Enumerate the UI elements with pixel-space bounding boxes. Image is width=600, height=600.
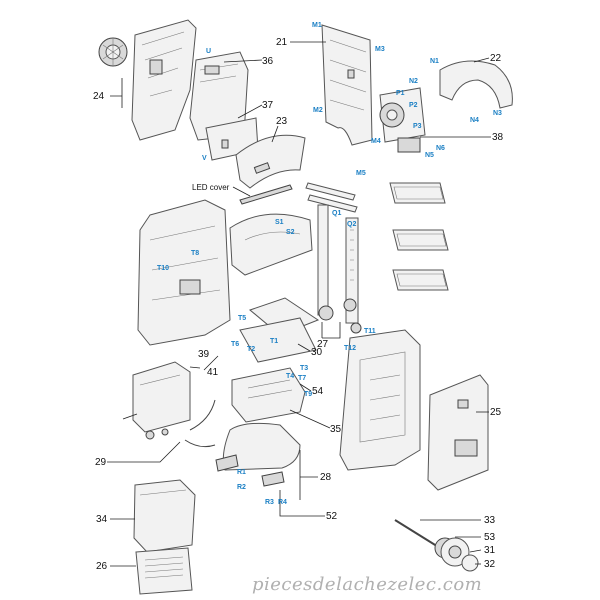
subpart-labels: U V M1 M2 M3 M4 M5 N1 N2 N3 N4 N5 N6 P1 … xyxy=(157,22,502,506)
m5-bars xyxy=(305,182,358,213)
sub-M3: M3 xyxy=(375,46,385,53)
part-29-cable xyxy=(184,399,216,448)
label-26: 26 xyxy=(96,561,108,572)
sub-R1: R1 xyxy=(237,469,246,476)
sub-Q1: Q1 xyxy=(332,210,341,217)
sub-P1: P1 xyxy=(396,90,405,97)
control-box xyxy=(132,361,191,440)
part-21-back-plate xyxy=(321,24,373,146)
sub-M1: M1 xyxy=(312,22,322,29)
part-28-base-bracket xyxy=(215,422,301,487)
axle-wheel-assembly xyxy=(394,519,479,572)
sub-S2: S2 xyxy=(286,229,295,236)
sub-M4: M4 xyxy=(371,138,381,145)
sub-S1: S1 xyxy=(275,219,284,226)
part-numbers: 24 36 37 23 21 22 38 25 27 30 54 35 39 4… xyxy=(93,37,504,572)
label-35: 35 xyxy=(330,424,342,435)
sub-P2: P2 xyxy=(409,102,418,109)
leader-lines xyxy=(107,41,491,567)
label-24: 24 xyxy=(93,91,105,102)
sub-T9: T9 xyxy=(304,391,312,398)
part-38-motor-assembly xyxy=(379,87,426,153)
sub-V: V xyxy=(202,155,207,162)
label-36: 36 xyxy=(262,56,274,67)
watermark-text: piecesdelachezelec.com xyxy=(252,574,482,595)
label-38: 38 xyxy=(492,132,504,143)
sub-T10: T10 xyxy=(157,265,169,272)
filter-pads xyxy=(389,182,449,291)
sub-T8: T8 xyxy=(191,250,199,257)
sub-T7: T7 xyxy=(298,375,306,382)
sub-P3: P3 xyxy=(413,123,422,130)
part-25-front-door xyxy=(427,374,489,491)
sub-R2: R2 xyxy=(237,484,246,491)
label-30: 30 xyxy=(311,347,323,358)
sub-T4: T4 xyxy=(286,373,294,380)
label-39: 39 xyxy=(198,349,210,360)
label-32: 32 xyxy=(484,559,496,570)
sub-U: U xyxy=(206,48,211,55)
left-housing xyxy=(137,199,231,346)
q-rails xyxy=(317,204,362,334)
sub-T6: T6 xyxy=(231,341,239,348)
sub-T1: T1 xyxy=(270,338,278,345)
label-54: 54 xyxy=(312,386,324,397)
sub-Q2: Q2 xyxy=(347,221,356,228)
label-27: 27 xyxy=(317,339,329,350)
sub-T11: T11 xyxy=(364,328,376,335)
label-22: 22 xyxy=(490,53,502,64)
label-33: 33 xyxy=(484,515,496,526)
sub-R3: R3 xyxy=(265,499,274,506)
label-25: 25 xyxy=(490,407,502,418)
sub-N4: N4 xyxy=(470,117,479,124)
label-34: 34 xyxy=(96,514,108,525)
label-31: 31 xyxy=(484,545,496,556)
label-28: 28 xyxy=(320,472,332,483)
label-23: 23 xyxy=(276,116,288,127)
label-led-cover: LED cover xyxy=(192,183,230,192)
sub-N2: N2 xyxy=(409,78,418,85)
fan-shroud xyxy=(229,213,313,276)
part-23-top-cover xyxy=(235,134,306,189)
sub-M5: M5 xyxy=(356,170,366,177)
label-53: 53 xyxy=(484,532,496,543)
sub-M2: M2 xyxy=(313,107,323,114)
part-36-rear-panel xyxy=(189,51,249,141)
sub-N3: N3 xyxy=(493,110,502,117)
sub-T12: T12 xyxy=(344,345,356,352)
sub-N5: N5 xyxy=(425,152,434,159)
label-41: 41 xyxy=(207,367,219,378)
sub-T2: T2 xyxy=(247,346,255,353)
part-30-tray xyxy=(239,297,320,363)
label-37: 37 xyxy=(262,100,274,111)
sub-N1: N1 xyxy=(430,58,439,65)
sub-N6: N6 xyxy=(436,145,445,152)
part-24-rear-frame xyxy=(98,19,197,141)
part-35-pump-box xyxy=(231,367,306,423)
part-34-water-tank xyxy=(133,479,196,553)
led-cover xyxy=(239,184,293,205)
sub-R4: R4 xyxy=(278,499,287,506)
label-29: 29 xyxy=(95,457,107,468)
sub-T3: T3 xyxy=(300,365,308,372)
part-26-filter-grille xyxy=(135,547,193,595)
right-housing xyxy=(339,329,421,471)
label-21: 21 xyxy=(276,37,288,48)
sub-T5: T5 xyxy=(238,315,246,322)
part-22-top-handle xyxy=(439,60,513,109)
label-52: 52 xyxy=(326,511,338,522)
